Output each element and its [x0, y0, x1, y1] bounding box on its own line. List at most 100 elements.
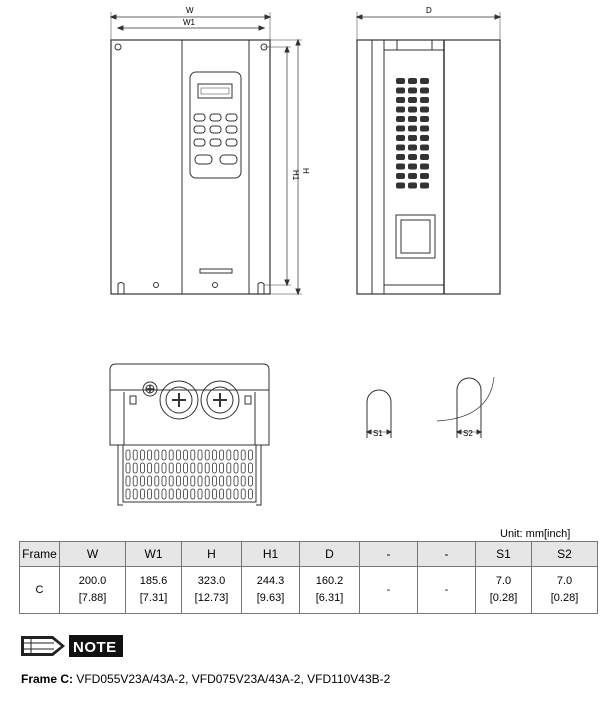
vent-slot — [420, 116, 429, 122]
vent-slot — [204, 488, 210, 500]
side-vents — [396, 78, 429, 189]
header-cell: - — [417, 541, 476, 567]
vent-slot — [420, 106, 429, 113]
dim-label-s1: S1 — [373, 429, 383, 438]
vent-slot — [147, 462, 153, 474]
vent-slot — [168, 462, 174, 474]
vent-slot — [420, 173, 429, 179]
vent-slot — [240, 449, 246, 461]
vent-slot — [175, 488, 181, 500]
vent-slot — [408, 163, 417, 170]
value-inch: [6.31] — [315, 592, 344, 604]
value-cell: 7.0[0.28] — [475, 566, 532, 614]
vent-slot — [168, 449, 174, 461]
vent-slot — [396, 163, 405, 170]
vent-slot — [226, 449, 232, 461]
vent-slot — [132, 462, 138, 474]
vent-slot — [420, 154, 429, 160]
note-label: NOTE — [73, 639, 117, 656]
vent-slot — [125, 488, 131, 500]
vent-slot — [190, 462, 196, 474]
vent-slot — [197, 488, 203, 500]
vent-slot — [219, 462, 225, 474]
front-view — [109, 12, 302, 296]
vent-slot — [211, 475, 217, 487]
vent-slot — [420, 135, 429, 141]
vent-slot — [408, 116, 417, 122]
vent-slot — [396, 144, 405, 151]
value-mm: 323.0 — [197, 575, 226, 587]
bottom-vents — [125, 449, 253, 500]
vent-slot — [204, 475, 210, 487]
frame-label: Frame C: — [21, 672, 74, 686]
vent-slot — [190, 449, 196, 461]
dimension-table: Frame W W1 H H1 D - - S1 S2 C 200.0 [7.88… — [19, 541, 598, 614]
header-cell: - — [359, 541, 418, 567]
vent-slot — [396, 106, 405, 113]
value-mm: 244.3 — [256, 575, 285, 587]
vent-slot — [183, 449, 189, 461]
vent-slot — [408, 97, 417, 103]
header-cell: S1 — [475, 541, 532, 567]
value-mm: 160.2 — [315, 575, 344, 587]
vent-slot — [204, 462, 210, 474]
value-cell: 323.0[12.73] — [181, 566, 242, 614]
vent-slot — [233, 475, 239, 487]
vent-slot — [132, 449, 138, 461]
dim-label-h: H — [301, 168, 310, 174]
vent-slot — [161, 475, 167, 487]
vent-slot — [161, 449, 167, 461]
note-pencil-icon — [21, 635, 123, 657]
vent-slot — [420, 144, 429, 151]
vent-slot — [211, 449, 217, 461]
vent-slot — [139, 462, 145, 474]
vent-slot — [233, 462, 239, 474]
dim-label-s2: S2 — [463, 429, 473, 438]
vent-slot — [408, 106, 417, 113]
vent-slot — [420, 163, 429, 170]
vent-slot — [204, 449, 210, 461]
vent-slot — [247, 475, 253, 487]
vent-slot — [396, 125, 405, 132]
header-cell: H1 — [241, 541, 300, 567]
vent-slot — [408, 78, 417, 84]
table-row: C 200.0[7.88] 185.6[7.31] 323.0[12.73] 2… — [19, 566, 598, 614]
vent-slot — [396, 78, 405, 84]
vent-slot — [226, 488, 232, 500]
vent-slot — [247, 462, 253, 474]
vent-slot — [132, 488, 138, 500]
vent-slot — [219, 475, 225, 487]
vent-slot — [197, 449, 203, 461]
value-cell: - — [417, 566, 476, 614]
vent-slot — [197, 462, 203, 474]
frame-cell: C — [19, 566, 60, 614]
dim-label-w1: W1 — [183, 18, 196, 27]
vent-slot — [183, 488, 189, 500]
bottom-view — [109, 363, 270, 506]
vent-slot — [161, 488, 167, 500]
vent-slot — [396, 135, 405, 141]
value-cell: 160.2 [6.31] — [299, 566, 360, 614]
vent-slot — [125, 449, 131, 461]
value-inch: [0.28] — [489, 592, 518, 604]
vent-slot — [420, 97, 429, 103]
vent-slot — [408, 135, 417, 141]
header-cell: S2 — [531, 541, 598, 567]
header-cell: D — [299, 541, 360, 567]
vent-slot — [240, 488, 246, 500]
vent-slot — [211, 462, 217, 474]
value-inch: [7.88] — [78, 592, 107, 604]
vent-slot — [132, 475, 138, 487]
vent-slot — [240, 462, 246, 474]
vent-slot — [197, 475, 203, 487]
s2-slot — [436, 376, 495, 438]
dimension-drawing: W W1 H1 H D — [109, 6, 502, 506]
vent-slot — [408, 87, 417, 94]
vent-slot — [175, 462, 181, 474]
value-cell: - — [359, 566, 418, 614]
vent-slot — [147, 488, 153, 500]
value-mm: 200.0 — [78, 575, 107, 587]
vent-slot — [183, 462, 189, 474]
s1-slot — [365, 389, 393, 438]
table-header-row: Frame W W1 H H1 D - - S1 S2 — [19, 541, 598, 567]
